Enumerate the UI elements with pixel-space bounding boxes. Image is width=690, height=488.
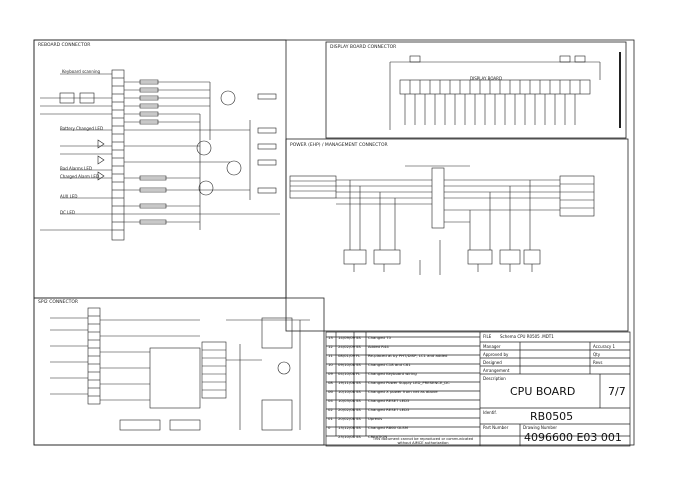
- field-label: Manager: [483, 344, 501, 349]
- code-label: Identif.: [483, 410, 497, 415]
- revision-date: 24/02/09: [338, 344, 356, 349]
- drawing-code: RB0505: [530, 410, 574, 423]
- drawing-title: CPU BOARD: [510, 385, 576, 398]
- label-display-board: DISPLAY BOARD: [470, 76, 503, 81]
- label-bad-alarm: Bad Alarms LED: [60, 166, 92, 171]
- revision-rev: 13: [328, 335, 333, 340]
- spi-section-title: SPI2 CONNECTOR: [38, 300, 79, 305]
- revision-desc: Changed T5: [368, 335, 391, 340]
- revision-by: SS: [356, 416, 361, 421]
- reboard-section-title: REBOARD CONNECTOR: [38, 43, 91, 48]
- field-right: Qty: [593, 352, 601, 357]
- title-block-frame: [325, 331, 631, 447]
- field-label: Designed: [483, 360, 502, 365]
- label-charged: Charged Alarm LED: [60, 174, 100, 179]
- field-right: Accuracy 1: [593, 344, 616, 349]
- revision-by: SS: [356, 389, 361, 394]
- revision-rev: 0: [328, 425, 331, 430]
- revision-rev: 01: [328, 416, 333, 421]
- revision-by: FL: [356, 371, 361, 376]
- revision-rev: 02: [328, 407, 333, 412]
- field-label: Description: [483, 376, 506, 381]
- revision-desc: Changed Power Supply LED_PRESENCE_DC: [368, 380, 450, 385]
- revision-desc: Changed C18 and C61: [368, 362, 411, 367]
- revision-rev: 12: [328, 344, 333, 349]
- revision-desc: CREATION: [368, 434, 388, 439]
- revision-desc: Added R44: [368, 344, 389, 349]
- revision-rev: 11: [328, 353, 333, 358]
- revision-date: 09/10/08: [338, 362, 356, 367]
- revision-by: SS: [356, 398, 361, 403]
- field-label: Approved by: [483, 352, 509, 357]
- revision-rev: 04: [328, 398, 333, 403]
- revision-by: SS: [356, 434, 361, 439]
- display-frame: [325, 41, 627, 139]
- revision-desc: Changed RESET LED5: [368, 398, 410, 403]
- revision-date: 20/02/08: [338, 416, 356, 421]
- revision-by: SS: [356, 425, 361, 430]
- label-battery-changed: Battery Changed LED: [60, 126, 104, 131]
- display-section-title: DISPLAY BOARD CONNECTOR: [330, 45, 397, 50]
- drawing-number-label: Drawing Number: [523, 425, 557, 430]
- revision-date: 08/01/09: [338, 353, 356, 358]
- revision-rev: 08: [328, 380, 333, 385]
- revision-date: 10/10/08: [338, 389, 356, 394]
- drawing-number: 4096600 E03 001: [524, 431, 622, 444]
- revision-desc: Changed R860 GLSM: [368, 425, 408, 430]
- part-number-label: Part Number: [483, 425, 509, 430]
- label-keyboard: Keyboard scanning: [62, 69, 101, 74]
- revision-date: 20/02/08: [338, 407, 356, 412]
- revision-rev: 06: [328, 389, 333, 394]
- revision-desc: Changed X power from net as above: [368, 389, 438, 394]
- power-section-title: POWER (EHP) / MANAGEMENT CONNECTOR: [290, 143, 388, 148]
- revision-desc: Re-placed at by PHT/DISP, LC1 and added: [368, 353, 448, 358]
- revision-date: 10/03/08: [338, 398, 356, 403]
- revision-rev: 10: [328, 362, 333, 367]
- revision-desc: Changed RESET LED5: [368, 407, 410, 412]
- revision-by: SS: [356, 380, 361, 385]
- revision-by: SS: [356, 344, 361, 349]
- revision-by: FL: [356, 353, 361, 358]
- revision-date: 23/10/08: [338, 434, 356, 439]
- power-frame: [285, 138, 629, 332]
- revision-desc: Uprevis: [368, 416, 383, 421]
- field-right: Revs: [593, 360, 603, 365]
- revision-by: SS: [356, 362, 361, 367]
- sheet-number: 7/7: [608, 385, 626, 398]
- file-value: Schema CPU R0505 .MDT1: [500, 334, 554, 339]
- revision-date: 13/12/08: [338, 425, 356, 430]
- label-dc-led: DC LED: [60, 210, 75, 215]
- label-aux-led: AUX LED: [60, 194, 78, 199]
- file-label: FILE: [483, 334, 492, 339]
- revision-by: SS: [356, 407, 361, 412]
- revision-date: 04/10/08: [338, 371, 356, 376]
- revision-date: 14/09/09: [338, 335, 356, 340]
- revision-date: 19/11/08: [338, 380, 356, 385]
- revision-desc: Changed Keyboard wiring: [368, 371, 417, 376]
- copyright-notice: This document cannot be reproduced or co…: [372, 437, 474, 445]
- spi-frame: [33, 297, 325, 446]
- field-label: Arrangement: [483, 368, 510, 373]
- revision-rev: 09: [328, 371, 333, 376]
- revision-by: SS: [356, 335, 361, 340]
